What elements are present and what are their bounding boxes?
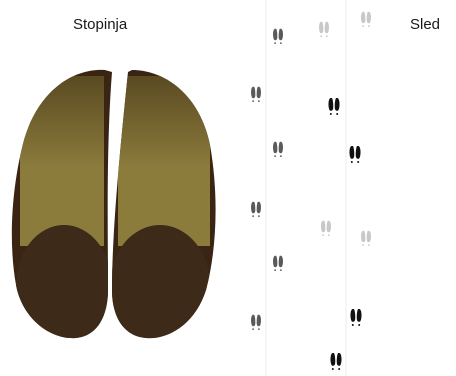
hoof-print-icon xyxy=(273,29,283,44)
cloven-hoof-left-half-icon xyxy=(12,70,112,345)
hoof-print-icon xyxy=(349,146,360,163)
hoof-print-icon xyxy=(251,202,261,217)
hoof-print-icon xyxy=(361,12,371,27)
hoof-print-icon xyxy=(350,309,361,326)
hoof-print-icon xyxy=(319,22,329,37)
hoof-print-icon xyxy=(251,87,261,102)
hoof-print-icon xyxy=(251,315,261,330)
hoof-print-icon xyxy=(328,98,339,115)
cloven-hoof-right-half-icon xyxy=(110,70,216,345)
hoof-print-icon xyxy=(273,256,283,271)
hoof-print-icon xyxy=(273,142,283,157)
hoof-print-icon xyxy=(321,221,331,236)
hoof-print-icon xyxy=(361,231,371,246)
hoof-print-icon xyxy=(330,353,341,370)
